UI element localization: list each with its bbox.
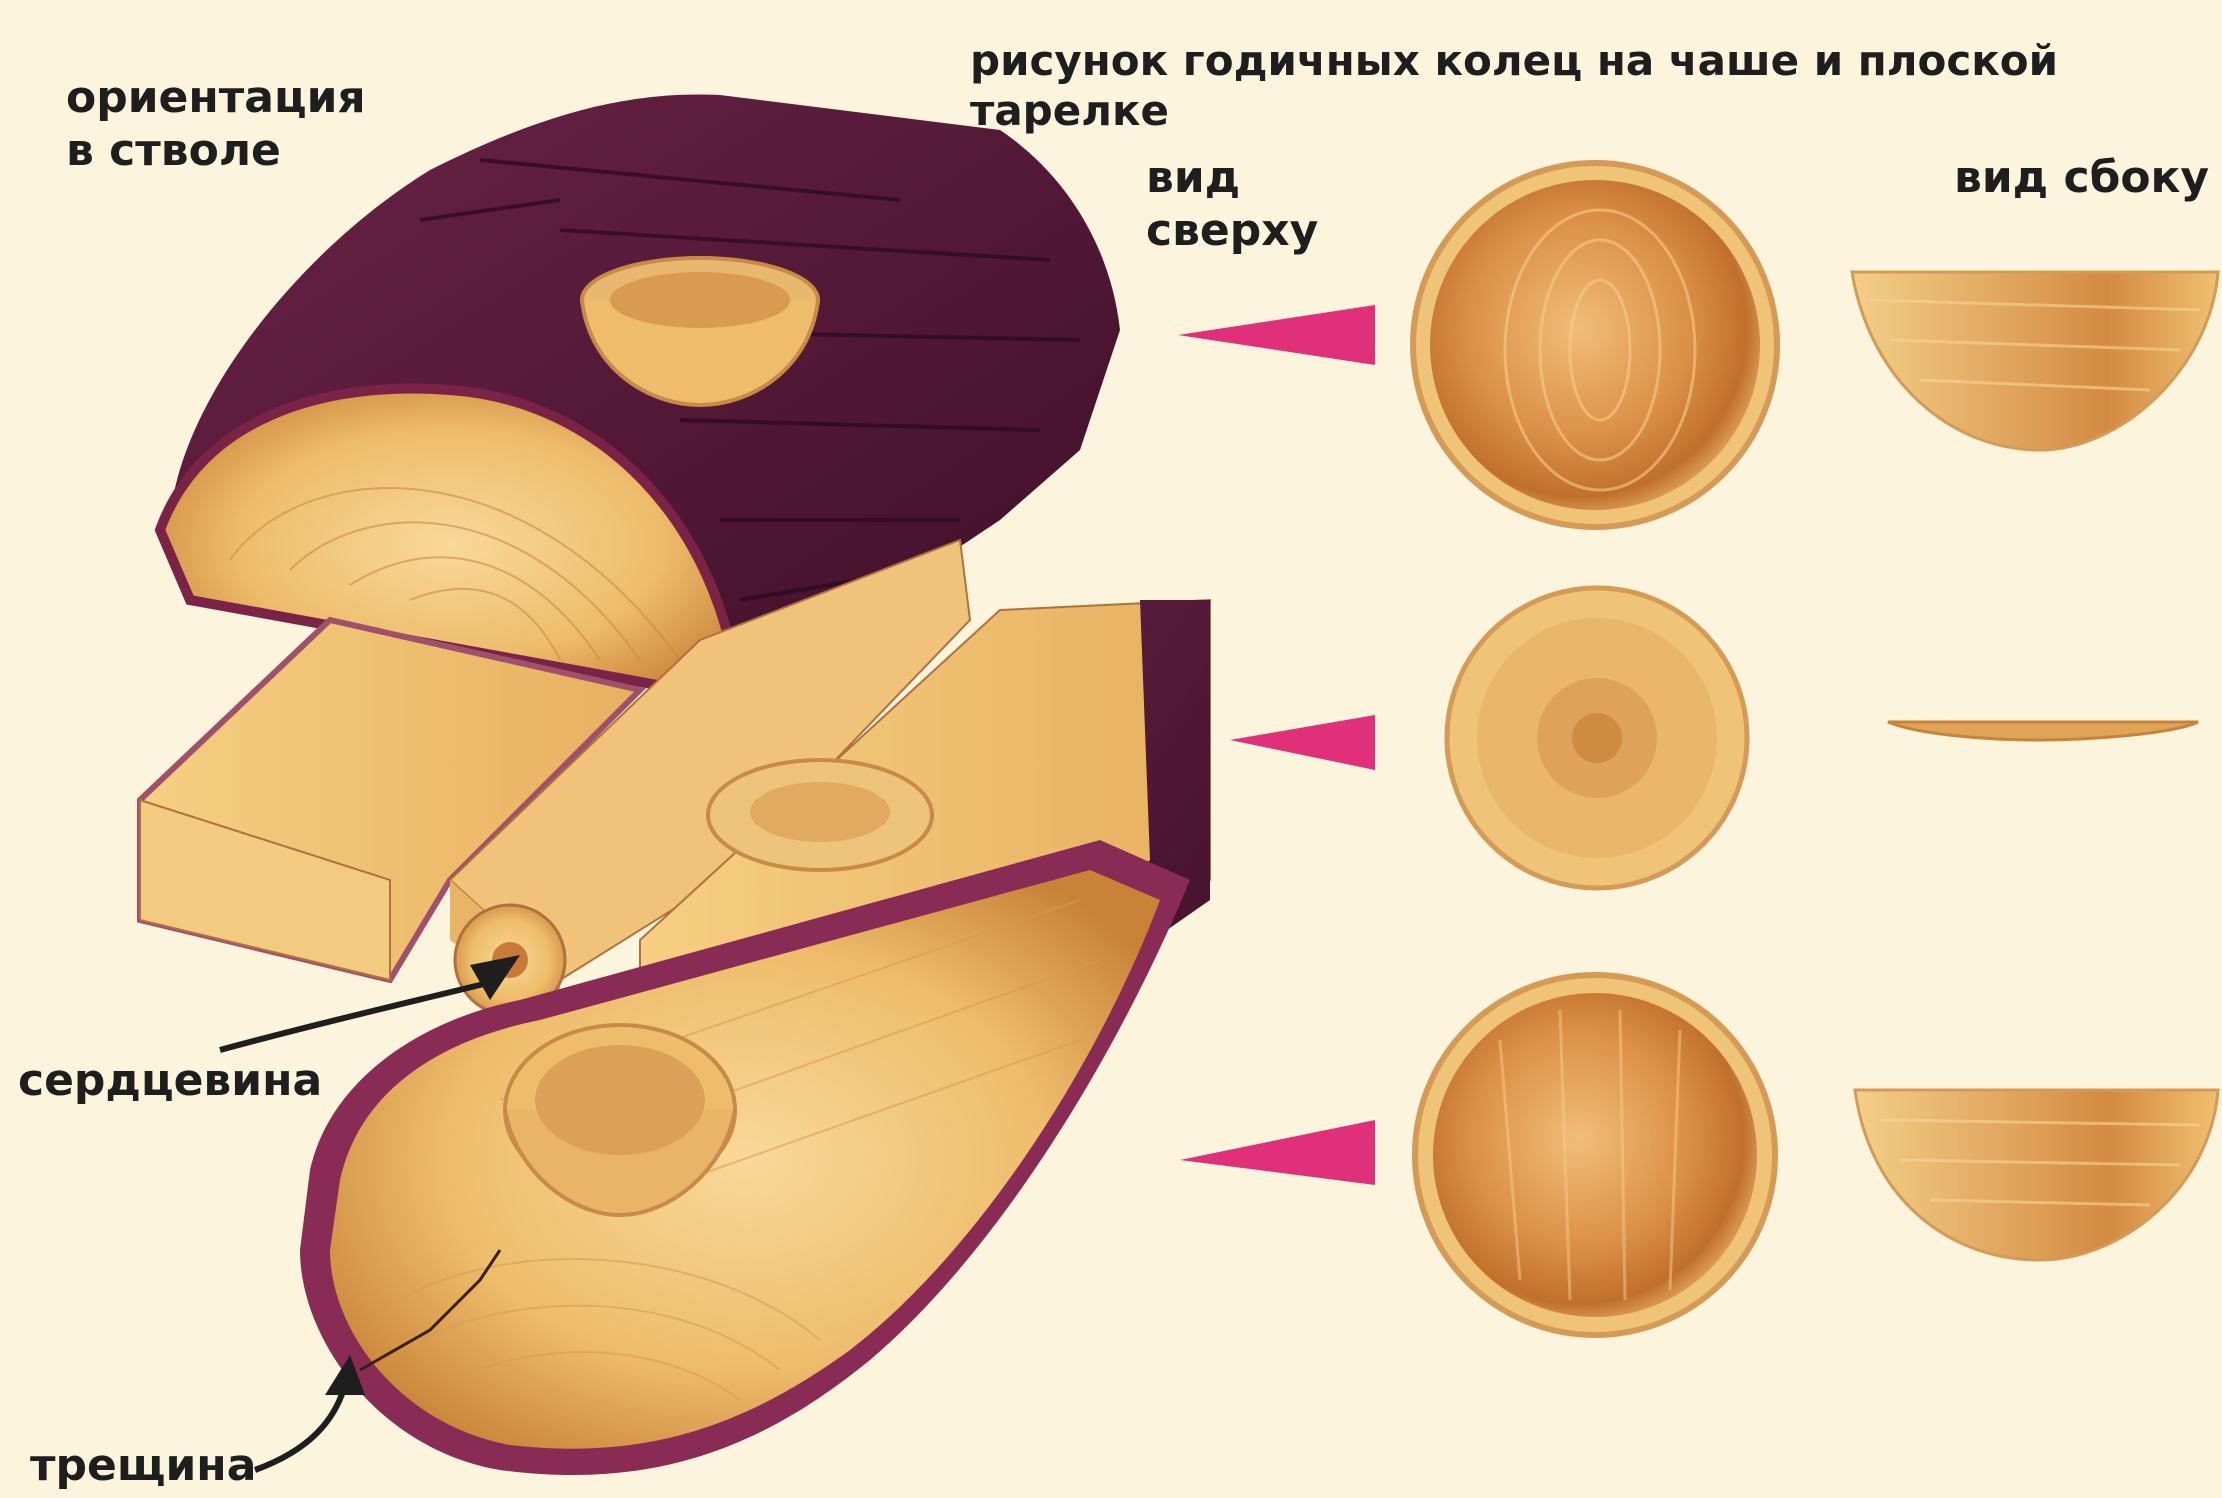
side-view-plate [1888,722,2198,740]
top-view-bowl-1 [1413,163,1777,527]
top-view-plate [1447,588,1747,888]
side-view-bowl-1 [1852,272,2218,450]
pointer-arrow-row2 [1230,715,1375,770]
upper-half-log [160,94,1120,700]
side-view-bowl-2 [1855,1090,2218,1260]
pointer-arrow-row1 [1178,305,1375,365]
pointer-arrow-row3 [1180,1120,1375,1185]
crack-arrow [255,1385,345,1470]
top-view-bowl-2 [1415,975,1775,1335]
